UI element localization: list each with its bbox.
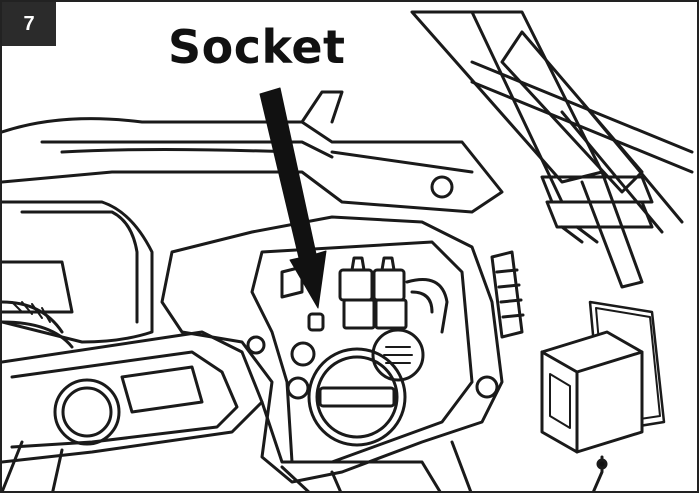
step-number-badge: 7 — [2, 2, 56, 46]
bike-body-frame — [2, 90, 504, 344]
fuse-cap-left — [286, 341, 316, 400]
charging-socket — [307, 312, 325, 332]
wiring-connectors — [338, 256, 449, 334]
charger-adapter — [540, 300, 666, 491]
rear-wheel-swingarm — [2, 300, 442, 491]
handlebar-assembly — [410, 10, 694, 289]
socket-label: Socket — [168, 20, 346, 74]
bottom-details — [280, 440, 473, 491]
pointer-arrow — [259, 87, 327, 309]
large-cap — [307, 347, 407, 447]
vent-cover — [371, 328, 425, 382]
